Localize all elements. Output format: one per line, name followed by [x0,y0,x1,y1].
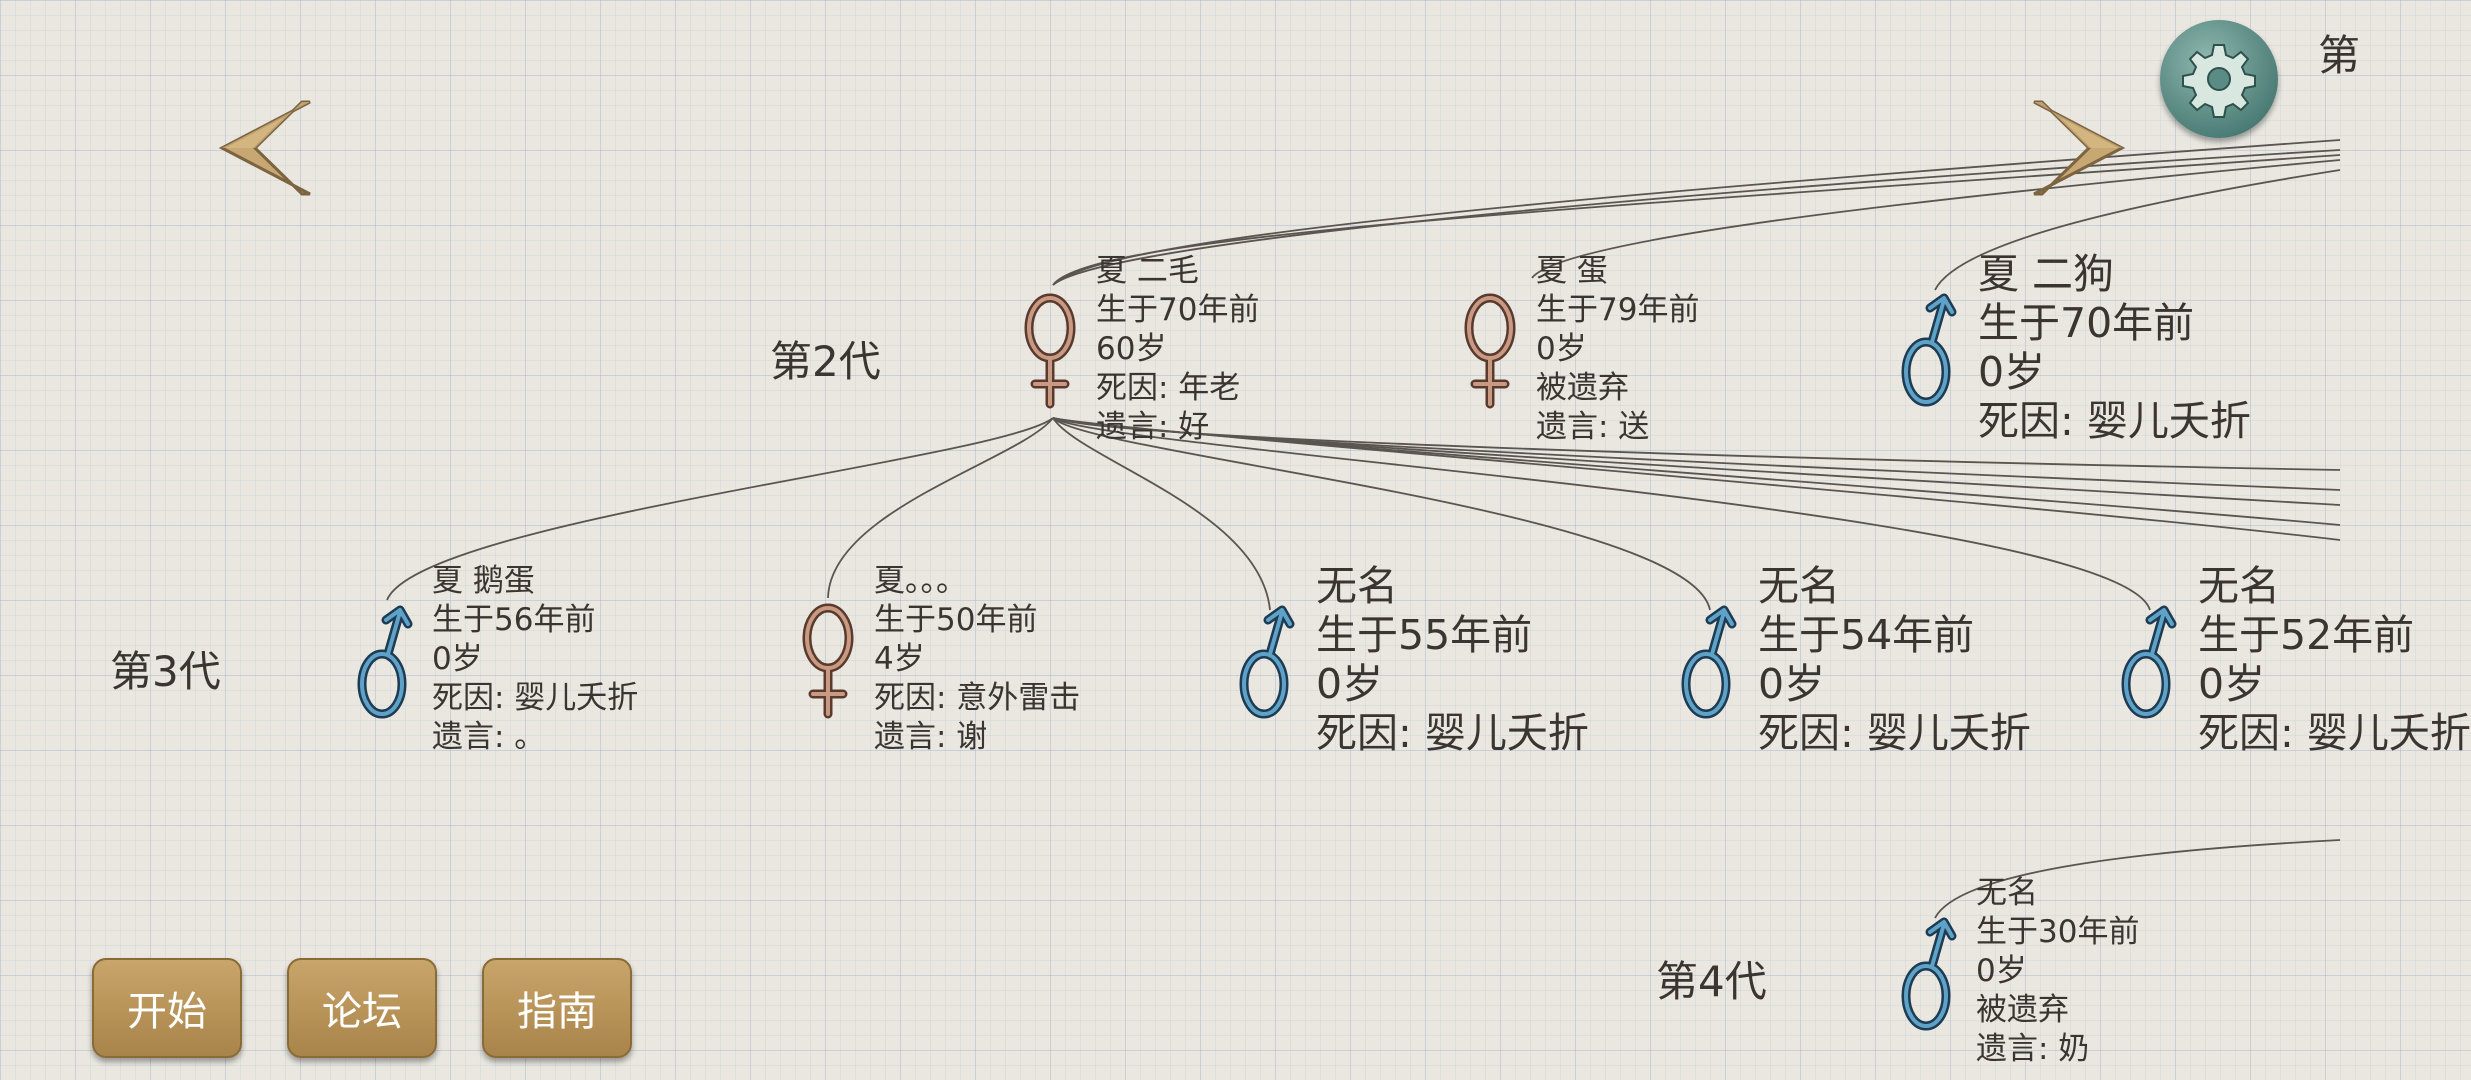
generation-header-partial: 第 [2318,31,2361,80]
person-name: 夏 蛋 [1536,253,1608,289]
male-symbol-icon [2121,605,2177,719]
person-birth: 生于70年前 [1096,292,1260,328]
start-button[interactable]: 开始 [92,958,242,1058]
male-symbol-icon [1681,605,1737,719]
person-last-words: 遗言: 奶 [1976,1031,2090,1067]
person-name: 无名 [2198,562,2280,610]
tree-line [1934,839,2341,919]
settings-button[interactable] [2160,20,2278,138]
person-death-cause: 死因: 婴儿夭折 [2198,709,2471,757]
family-tree-lines [386,139,2341,919]
person-death-cause: 死因: 婴儿夭折 [432,680,639,716]
chevron-left-icon[interactable] [210,96,320,200]
person-age: 0岁 [1536,331,1587,367]
person-status: 被遗弃 [1536,370,1629,406]
person-name: 无名 [1976,875,2038,911]
person-death-cause: 死因: 婴儿夭折 [1758,709,2031,757]
person-last-words: 遗言: 谢 [874,719,988,755]
male-symbol-icon [1901,917,1957,1031]
tree-line [1052,417,2341,541]
gear-icon [2182,44,2256,118]
generation-label-2: 第2代 [770,337,881,386]
person-age: 0岁 [2198,660,2266,708]
person-age: 4岁 [874,641,925,677]
male-symbol-icon [357,605,413,719]
person-name: 夏 二狗 [1978,250,2115,298]
person-age: 0岁 [1758,660,1826,708]
tree-line [1934,169,2341,291]
person-status: 被遗弃 [1976,992,2069,1028]
person-death-cause: 死因: 婴儿夭折 [1978,397,2251,445]
person-birth: 生于56年前 [432,602,596,638]
person-birth: 生于30年前 [1976,914,2140,950]
male-symbol-icon [1239,605,1295,719]
female-symbol-icon [1464,293,1516,409]
person-age: 60岁 [1096,331,1167,367]
person-birth: 生于79年前 [1536,292,1700,328]
tree-line [1052,417,1711,611]
female-symbol-icon [802,603,854,719]
generation-label-4: 第4代 [1656,957,1767,1006]
person-age: 0岁 [1316,660,1384,708]
forum-button[interactable]: 论坛 [287,958,437,1058]
person-death-cause: 死因: 意外雷击 [874,680,1081,716]
tree-line [1052,139,2341,286]
female-symbol-icon [1024,293,1076,409]
person-name: 夏 鹅蛋 [432,563,535,599]
chevron-right-icon[interactable] [2024,96,2134,200]
generation-label-3: 第3代 [110,647,221,696]
tree-line [1531,159,2341,279]
person-birth: 生于55年前 [1316,611,1533,659]
person-birth: 生于52年前 [2198,611,2415,659]
person-age: 0岁 [1978,348,2046,396]
person-name: 无名 [1758,562,1840,610]
person-birth: 生于54年前 [1758,611,1975,659]
person-birth: 生于70年前 [1978,299,2195,347]
person-age: 0岁 [432,641,483,677]
tree-line [827,417,1054,599]
tree-line [1052,154,2341,286]
person-name: 夏 二毛 [1096,253,1199,289]
person-death-cause: 死因: 年老 [1096,370,1241,406]
person-name: 无名 [1316,562,1398,610]
tree-line [386,417,1054,601]
person-age: 0岁 [1976,953,2027,989]
person-death-cause: 死因: 婴儿夭折 [1316,709,1589,757]
person-last-words: 遗言: 好 [1096,409,1210,445]
tree-line [1052,417,1271,611]
guide-button[interactable]: 指南 [482,958,632,1058]
person-last-words: 遗言: 。 [432,719,546,755]
person-last-words: 遗言: 送 [1536,409,1650,445]
person-birth: 生于50年前 [874,602,1038,638]
tree-line [1052,417,2151,611]
male-symbol-icon [1901,293,1957,407]
person-name: 夏。。。 [874,563,967,599]
